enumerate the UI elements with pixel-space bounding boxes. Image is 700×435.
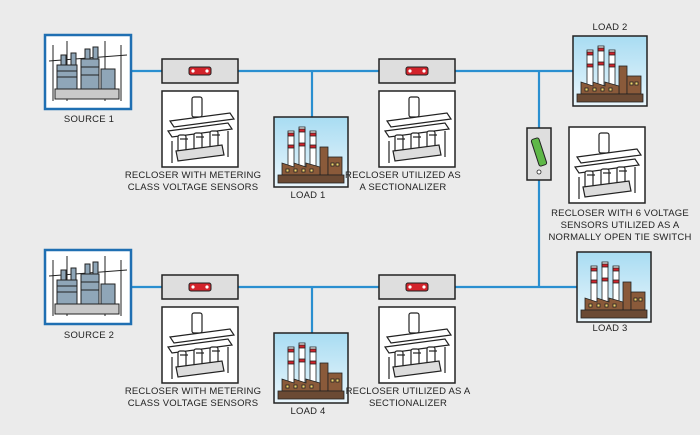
recloser2-art-icon: [378, 90, 456, 168]
load4-factory-icon: [273, 332, 349, 404]
open-tie-switch-icon[interactable]: [526, 127, 552, 181]
recloser5-label: RECLOSER UTILIZED AS A SECTIONALIZER: [345, 386, 471, 409]
recloser1-switch-icon[interactable]: [161, 58, 239, 84]
recloser5-art-icon: [378, 306, 456, 384]
recloser1-label: RECLOSER WITH METERING CLASS VOLTAGE SEN…: [124, 170, 262, 193]
load3-factory-icon: [576, 251, 652, 323]
load2-label: LOAD 2: [592, 22, 628, 33]
recloser4-switch-icon[interactable]: [161, 274, 239, 300]
source2-label: SOURCE 2: [63, 330, 115, 341]
recloser3-label: RECLOSER WITH 6 VOLTAGE SENSORS UTILIZED…: [548, 208, 692, 243]
recloser3-art-icon: [568, 126, 646, 204]
recloser2-switch-icon[interactable]: [378, 58, 456, 84]
recloser2-label: RECLOSER UTILIZED AS A SECTIONALIZER: [345, 170, 461, 193]
recloser1-art-icon: [161, 90, 239, 168]
recloser4-label: RECLOSER WITH METERING CLASS VOLTAGE SEN…: [124, 386, 262, 409]
load1-factory-icon: [273, 116, 349, 188]
source2-substation-icon: [43, 248, 133, 326]
source1-substation-icon: [43, 33, 133, 111]
recloser4-art-icon: [161, 306, 239, 384]
source1-label: SOURCE 1: [63, 114, 115, 125]
load1-label: LOAD 1: [290, 190, 326, 201]
load3-label: LOAD 3: [592, 323, 628, 334]
load2-factory-icon: [572, 35, 648, 107]
recloser5-switch-icon[interactable]: [378, 274, 456, 300]
load4-label: LOAD 4: [290, 406, 326, 417]
